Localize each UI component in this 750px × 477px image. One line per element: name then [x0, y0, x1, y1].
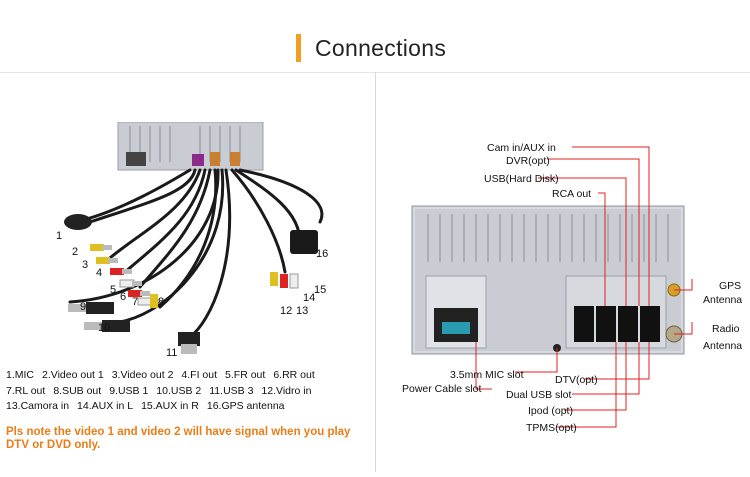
legend-item: 1.MIC	[6, 369, 35, 381]
legend-item: 12.Vidro in	[261, 384, 312, 397]
callout-15: 15	[314, 284, 327, 296]
legend-item: 9.USB 1	[109, 384, 149, 397]
callout-4: 4	[96, 267, 103, 279]
legend-row: 13.Camora in 14.AUX in L 15.AUX in R 16.…	[6, 399, 371, 415]
label-radio-antenna: Antenna	[703, 340, 743, 352]
signal-note: Pls note the video 1 and video 2 will ha…	[6, 426, 351, 451]
callout-1: 1	[56, 230, 63, 242]
back-panel-illustration	[411, 146, 693, 428]
legend-item: 5.FR out	[225, 369, 266, 381]
header: Connections	[296, 34, 446, 62]
legend-item: 15.AUX in R	[141, 400, 199, 412]
callout-10: 10	[98, 322, 111, 334]
label-rca-out: RCA out	[552, 188, 592, 200]
legend-item: 6.RR out	[273, 369, 315, 381]
label-power-slot: Power Cable slot	[402, 383, 482, 395]
legend-item: 3.Video out 2	[111, 369, 174, 381]
title-accent-bar	[296, 34, 301, 62]
label-gps: GPS	[719, 280, 742, 292]
callout-14: 14	[303, 292, 316, 304]
harness-illustration	[64, 121, 324, 354]
callout-11: 11	[166, 347, 178, 359]
legend-row: 7.RL out 8.SUB out 9.USB 1 10.USB 2 11.U…	[6, 384, 371, 400]
legend-item: 7.RL out	[6, 384, 46, 397]
legend-item: 10.USB 2	[156, 384, 202, 397]
label-usb-hdd: USB(Hard Disk)	[484, 173, 559, 185]
label-ipod: Ipod (opt)	[528, 405, 573, 417]
legend-item: 14.AUX in L	[77, 400, 134, 412]
legend-item: 16.GPS antenna	[206, 400, 285, 412]
label-mic-slot: 3.5mm MIC slot	[450, 369, 524, 381]
page-title: Connections	[315, 34, 447, 61]
harness-photo: 1 2 3 4 5 6 7 8 9 10 11 12 13 14 15 16	[0, 121, 375, 362]
callout-2: 2	[72, 246, 79, 258]
callout-16: 16	[316, 248, 329, 260]
callout-8: 8	[158, 296, 165, 308]
legend-item: 2.Video out 1	[42, 369, 104, 381]
callout-5: 5	[110, 284, 117, 296]
label-dual-usb: Dual USB slot	[506, 389, 572, 401]
back-panel-diagram: Cam in/AUX in DVR(opt) USB(Hard Disk) RC…	[376, 122, 750, 472]
callout-6: 6	[120, 291, 127, 303]
label-radio: Radio	[712, 323, 740, 335]
legend-item: 4.FI out	[181, 369, 218, 381]
callout-3: 3	[82, 259, 89, 271]
connection-legend: 1.MIC 2.Video out 1 3.Video out 2 4.FI o…	[6, 368, 371, 415]
callout-12: 12	[280, 305, 293, 317]
label-dvr: DVR(opt)	[506, 155, 550, 167]
panel-divider	[375, 72, 376, 472]
legend-item: 8.SUB out	[53, 384, 102, 397]
label-dtv: DTV(opt)	[555, 374, 598, 386]
label-cam-in: Cam in/AUX in	[487, 142, 556, 154]
callout-7: 7	[132, 296, 139, 308]
legend-row: 1.MIC 2.Video out 1 3.Video out 2 4.FI o…	[6, 368, 371, 384]
legend-item: 13.Camora in	[6, 400, 70, 412]
legend-item: 11.USB 3	[209, 384, 254, 397]
callout-9: 9	[80, 301, 87, 313]
label-tpms: TPMS(opt)	[526, 422, 577, 434]
callout-13: 13	[296, 305, 309, 317]
label-gps-antenna: Antenna	[703, 294, 743, 306]
